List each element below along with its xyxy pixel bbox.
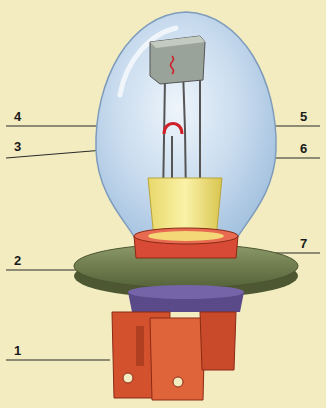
glass-bulb bbox=[96, 12, 276, 252]
callout-number: 7 bbox=[300, 237, 307, 250]
callout-number: 4 bbox=[14, 110, 21, 123]
terminals bbox=[112, 312, 236, 400]
callout-number: 5 bbox=[300, 110, 307, 123]
lower-filament bbox=[164, 124, 182, 135]
callout-number: 2 bbox=[14, 254, 21, 267]
upper-filament bbox=[171, 56, 174, 74]
shield-cap bbox=[150, 36, 205, 84]
callout-number: 1 bbox=[14, 344, 21, 357]
callout-number: 3 bbox=[14, 140, 21, 153]
base-ring-top bbox=[128, 285, 244, 299]
callout-number: 6 bbox=[300, 142, 307, 155]
